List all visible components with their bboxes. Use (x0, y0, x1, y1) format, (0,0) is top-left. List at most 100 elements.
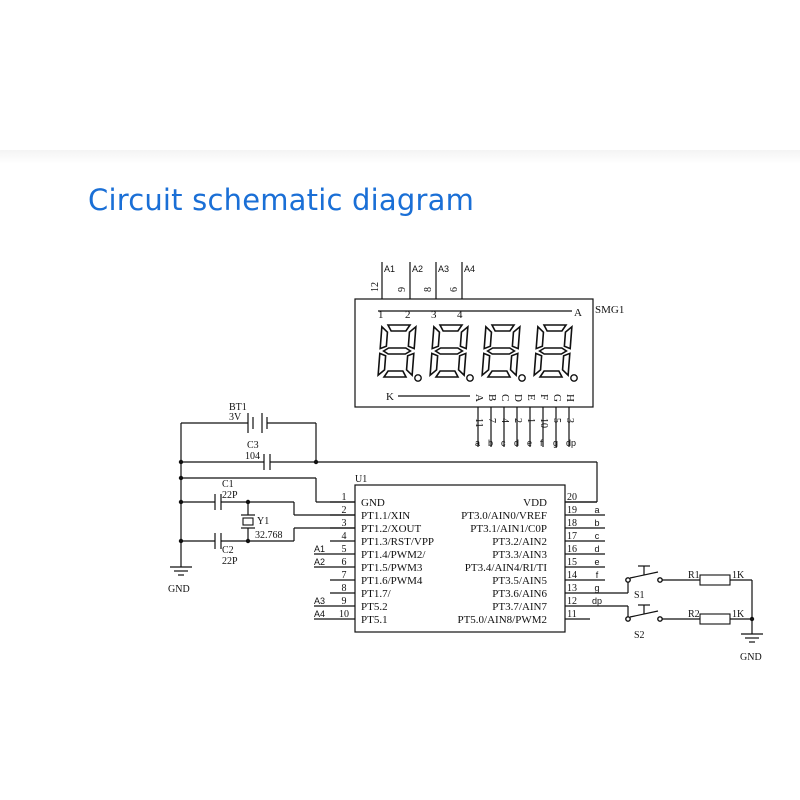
digit-number-2: 2 (405, 309, 411, 321)
pin-net-label: A4 (314, 609, 325, 619)
digit-pin-6: 6 (449, 287, 460, 292)
digit-2-segment-1 (459, 324, 469, 350)
mcu-ref: U1 (355, 474, 367, 485)
digit-1-decimal-point (414, 374, 422, 382)
digit-4-segment-4 (533, 352, 543, 378)
pin-name: PT1.4/PWM2/ (361, 549, 426, 561)
segment-net-label: c (501, 438, 506, 448)
pin-name: GND (361, 497, 385, 509)
digit-number-1: 1 (378, 309, 384, 321)
pin-net-label: A3 (314, 596, 325, 606)
gnd-label-left: GND (168, 584, 190, 595)
c3-value: 104 (245, 451, 260, 462)
pin-net-label: g (594, 583, 599, 593)
pin-name: PT3.0/AIN0/VREF (461, 510, 547, 522)
segment-name: E (525, 394, 537, 401)
digit-2-segment-5 (431, 325, 441, 350)
cathode-label: K (386, 391, 394, 403)
digit-4-segment-2 (561, 352, 571, 377)
digit-label-a1: A1 (384, 264, 395, 274)
pin-name: PT3.3/AIN3 (492, 549, 547, 561)
digit-4-segment-5 (535, 325, 545, 350)
pin-name: VDD (523, 497, 547, 509)
supply-network: BT1 3V C3 104 C1 22P (168, 402, 598, 595)
ground-icon (741, 633, 763, 643)
pin-number: 5 (342, 544, 347, 555)
pin-number: 8 (342, 583, 347, 594)
s1-ref: S1 (634, 590, 645, 601)
digit-4 (533, 324, 578, 382)
pin-number: 11 (567, 609, 577, 620)
crystal-value: 32.768 (255, 530, 283, 541)
segment-pin-number: 7 (486, 418, 497, 423)
seven-segment-display: SMG1 A K A1 A2 A3 A4 12 9 8 6 1 2 3 4 A1… (354, 262, 624, 448)
pin-net-label: d (594, 544, 599, 554)
digit-label-a4: A4 (464, 264, 475, 274)
segment-pin-number: 10 (538, 418, 549, 428)
segment-pin-b: B7b (486, 394, 498, 448)
digit-4-segment-6 (538, 347, 568, 355)
crystal-ref: Y1 (257, 516, 269, 527)
digit-2-segment-6 (434, 347, 464, 355)
r2-value: 1K (732, 609, 745, 620)
ground-icon (170, 566, 192, 576)
digit-3-segment-4 (481, 352, 491, 378)
segment-pin-number: 4 (499, 418, 510, 423)
mcu-pin-17: 17 PT3.2/AIN2 c (492, 531, 605, 548)
digit-pin-9: 9 (397, 287, 408, 292)
digit-3-segment-5 (483, 325, 493, 350)
pin-number: 16 (567, 544, 577, 555)
digit-3-segment-2 (509, 352, 519, 377)
pin-number: 1 (342, 492, 347, 503)
r1-ref: R1 (688, 570, 700, 581)
pin-name: PT1.5/PWM3 (361, 562, 423, 574)
gnd-label-right: GND (740, 652, 762, 663)
digit-number-3: 3 (431, 309, 437, 321)
digit-1-segment-5 (379, 325, 389, 350)
battery-value: 3V (229, 412, 242, 423)
r2-body (699, 613, 731, 625)
segment-net-label: a (475, 438, 480, 448)
segment-pin-g: G5g (551, 394, 563, 448)
c3-ref: C3 (247, 440, 259, 451)
pin-number: 2 (342, 505, 347, 516)
segment-net-label: d (514, 438, 519, 448)
digit-3-segment-0 (490, 324, 516, 332)
pin-number: 14 (567, 570, 577, 581)
digit-pin-8: 8 (423, 287, 434, 292)
segment-pin-number: 5 (551, 418, 562, 423)
pin-number: 18 (567, 518, 577, 529)
pin-number: 17 (567, 531, 577, 542)
digit-pins: A1 A2 A3 A4 12 9 8 6 1 2 3 4 (370, 262, 475, 321)
digit-1-segment-4 (377, 352, 387, 378)
pin-number: 9 (342, 596, 347, 607)
pin-number: 12 (567, 596, 577, 607)
header-band (0, 150, 800, 164)
segment-name: C (499, 394, 511, 401)
segment-pin-number: 1 (525, 418, 536, 423)
digit-1-segment-3 (382, 370, 408, 378)
c1-ref: C1 (222, 479, 234, 490)
digit-2-segment-0 (438, 324, 464, 332)
digit-4-segment-0 (542, 324, 568, 332)
page-title: Circuit schematic diagram (88, 183, 475, 217)
pin-name: PT3.2/AIN2 (492, 536, 547, 548)
anode-label: A (574, 307, 582, 319)
segment-pin-e: E1e (525, 394, 537, 448)
pin-net-label: c (595, 531, 600, 541)
pin-name: PT1.1/XIN (361, 510, 410, 522)
pin-name: PT1.2/XOUT (361, 523, 421, 535)
pin-name: PT3.5/AIN5 (492, 575, 547, 587)
segment-net-label: f (540, 438, 543, 448)
pin-net-label: A2 (314, 557, 325, 567)
digit-4-segment-1 (563, 324, 573, 350)
pin-number: 20 (567, 492, 577, 503)
